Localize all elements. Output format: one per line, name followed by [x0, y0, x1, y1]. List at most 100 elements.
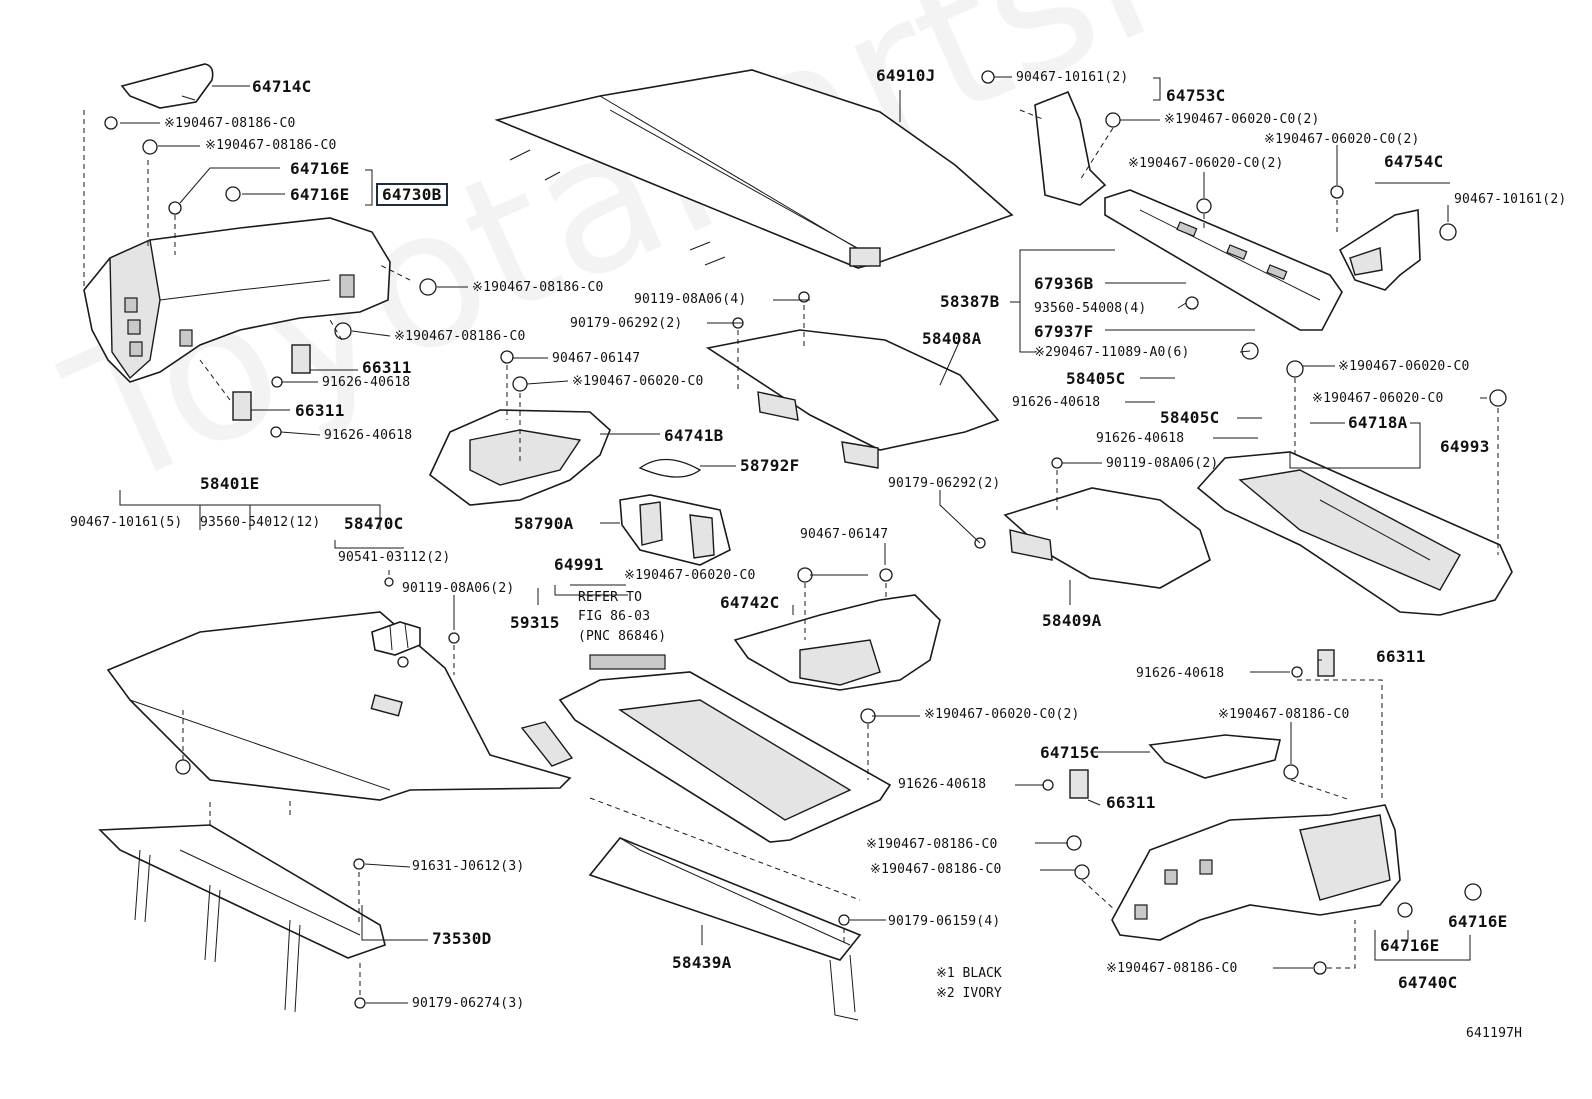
deck-side-trim-right-64740C[interactable]: [1111, 804, 1401, 941]
label-904670818601[interactable]: ※190467-08186-C0: [164, 116, 296, 131]
label-58408A[interactable]: 58408A: [922, 329, 982, 348]
bracket-58470C[interactable]: [371, 621, 421, 656]
label-73530D[interactable]: 73530D: [432, 929, 492, 948]
label-64716E-d[interactable]: 64716E: [1380, 936, 1440, 955]
label-64993[interactable]: 64993: [1440, 437, 1490, 456]
label-904670602006[interactable]: ※190467-06020-C0: [1312, 391, 1444, 406]
frame-73530D[interactable]: [98, 824, 386, 1013]
label-93560-54008[interactable]: 93560-54008(4): [1034, 301, 1147, 316]
label-58387B[interactable]: 58387B: [940, 292, 1000, 311]
strap-58792F[interactable]: [638, 458, 702, 478]
label-66311-d[interactable]: 66311: [1106, 793, 1156, 812]
alignment-lines: [83, 109, 1499, 995]
label-904670602002[interactable]: ※190467-06020-C0(2): [1164, 112, 1320, 127]
label-58792F[interactable]: 58792F: [740, 456, 800, 475]
label-90541-03112[interactable]: 90541-03112(2): [338, 550, 451, 565]
rail-58439A[interactable]: [588, 837, 862, 1021]
label-904670818604[interactable]: ※190467-08186-C0: [394, 329, 526, 344]
label-93560-54012[interactable]: 93560-54012(12): [200, 515, 321, 530]
tray-64742C[interactable]: [733, 594, 941, 691]
label-90179-06292-a[interactable]: 90179-06292(2): [570, 316, 683, 331]
center-tray-64991[interactable]: [558, 654, 892, 843]
label-58470C[interactable]: 58470C: [344, 514, 404, 533]
floor-board-58401E[interactable]: [106, 611, 572, 801]
side-trim-64753C[interactable]: [1034, 90, 1107, 206]
figure-id: 641197H: [1466, 1026, 1523, 1041]
tonneau-cover-64910J[interactable]: [494, 69, 1014, 269]
label-90467-06147-b[interactable]: 90467-06147: [800, 527, 889, 542]
clip-66311[interactable]: [232, 344, 1335, 799]
label-9162640618-f[interactable]: 91626-40618: [898, 777, 987, 792]
label-904670602008[interactable]: ※190467-06020-C0(2): [924, 707, 1080, 722]
label-66311-c[interactable]: 66311: [1376, 647, 1426, 666]
label-904670818603[interactable]: ※190467-08186-C0: [472, 280, 604, 295]
cover-64714C[interactable]: [120, 63, 214, 109]
label-9162640618-c[interactable]: 91626-40618: [1012, 395, 1101, 410]
label-58439A[interactable]: 58439A: [672, 953, 732, 972]
label-64910J[interactable]: 64910J: [876, 66, 936, 85]
scuff-plate-58387B[interactable]: [1104, 189, 1343, 331]
label-64714C[interactable]: 64714C: [252, 77, 312, 96]
deck-board-58408A[interactable]: [705, 329, 1000, 469]
label-64715C[interactable]: 64715C: [1040, 743, 1100, 762]
label-58405C-b[interactable]: 58405C: [1160, 408, 1220, 427]
block-58790A[interactable]: [619, 494, 731, 566]
label-90119-08A06-4[interactable]: 90119-08A06(4): [634, 292, 747, 307]
label-58405C-a[interactable]: 58405C: [1066, 369, 1126, 388]
label-90179-06159[interactable]: 90179-06159(4): [888, 914, 1001, 929]
label-64740C[interactable]: 64740C: [1398, 973, 1458, 992]
label-91631-J0612[interactable]: 91631-J0612(3): [412, 859, 525, 874]
label-64754C[interactable]: 64754C: [1384, 152, 1444, 171]
label-64991[interactable]: 64991: [554, 555, 604, 574]
label-64716E-a[interactable]: 64716E: [290, 159, 350, 178]
deck-board-58409A[interactable]: [1003, 487, 1211, 589]
label-904670818606[interactable]: ※190467-08186-C0: [866, 837, 998, 852]
label-9162640618-a[interactable]: 91626-40618: [322, 375, 411, 390]
label-58409A[interactable]: 58409A: [1042, 611, 1102, 630]
label-90467-06147-a[interactable]: 90467-06147: [552, 351, 641, 366]
label-64716E-c[interactable]: 64716E: [1448, 912, 1508, 931]
side-trim-64754C[interactable]: [1338, 209, 1421, 291]
label-9162640618-e[interactable]: 91626-40618: [1136, 666, 1225, 681]
label-67936B[interactable]: 67936B: [1034, 274, 1094, 293]
label-90119-08A06-2b[interactable]: 90119-08A06(2): [402, 581, 515, 596]
label-refer-line1: REFER TO: [578, 590, 643, 605]
label-90119-08A06-2a[interactable]: 90119-08A06(2): [1106, 456, 1219, 471]
label-904670602003[interactable]: ※190467-06020-C0(2): [1264, 132, 1420, 147]
label-59315[interactable]: 59315: [510, 613, 560, 632]
label-64742C[interactable]: 64742C: [720, 593, 780, 612]
label-refer-line3: (PNC 86846): [578, 629, 667, 644]
label-64753C[interactable]: 64753C: [1166, 86, 1226, 105]
label-58401E[interactable]: 58401E: [200, 474, 260, 493]
label-90467-10161-5[interactable]: 90467-10161(5): [70, 515, 183, 530]
label-90467-11089[interactable]: ※290467-11089-A0(6): [1034, 345, 1190, 360]
label-64716E-b[interactable]: 64716E: [290, 185, 350, 204]
cover-64715C[interactable]: [1148, 734, 1282, 779]
deck-side-trim-left-64730B[interactable]: [83, 217, 391, 383]
label-904671016102[interactable]: 90467-10161(2): [1454, 192, 1567, 207]
label-904670818605[interactable]: ※190467-08186-C0: [1218, 707, 1350, 722]
label-90179-06292-b[interactable]: 90179-06292(2): [888, 476, 1001, 491]
label-9162640618-b[interactable]: 91626-40618: [324, 428, 413, 443]
label-64718A[interactable]: 64718A: [1348, 413, 1408, 432]
label-904670602005[interactable]: ※190467-06020-C0: [1338, 359, 1470, 374]
label-90179-06274[interactable]: 90179-06274(3): [412, 996, 525, 1011]
label-904671016101[interactable]: 90467-10161(2): [1016, 70, 1129, 85]
label-67937F[interactable]: 67937F: [1034, 322, 1094, 341]
label-904670602007[interactable]: ※190467-06020-C0: [624, 568, 756, 583]
label-904670602001[interactable]: ※190467-06020-C0: [572, 374, 704, 389]
label-66311-b[interactable]: 66311: [295, 401, 345, 420]
label-904670818602[interactable]: ※190467-08186-C0: [205, 138, 337, 153]
label-904670818607[interactable]: ※190467-08186-C0: [870, 862, 1002, 877]
pad-59315[interactable]: [520, 721, 574, 767]
label-904670818608[interactable]: ※190467-08186-C0: [1106, 961, 1238, 976]
label-64741B[interactable]: 64741B: [664, 426, 724, 445]
label-66311-a[interactable]: 66311: [362, 358, 412, 377]
label-58790A[interactable]: 58790A: [514, 514, 574, 533]
label-9162640618-d[interactable]: 91626-40618: [1096, 431, 1185, 446]
label-904670602004[interactable]: ※190467-06020-C0(2): [1128, 156, 1284, 171]
deck-tray-64993[interactable]: [1196, 451, 1513, 616]
label-64730B-highlighted[interactable]: 64730B: [376, 183, 448, 206]
